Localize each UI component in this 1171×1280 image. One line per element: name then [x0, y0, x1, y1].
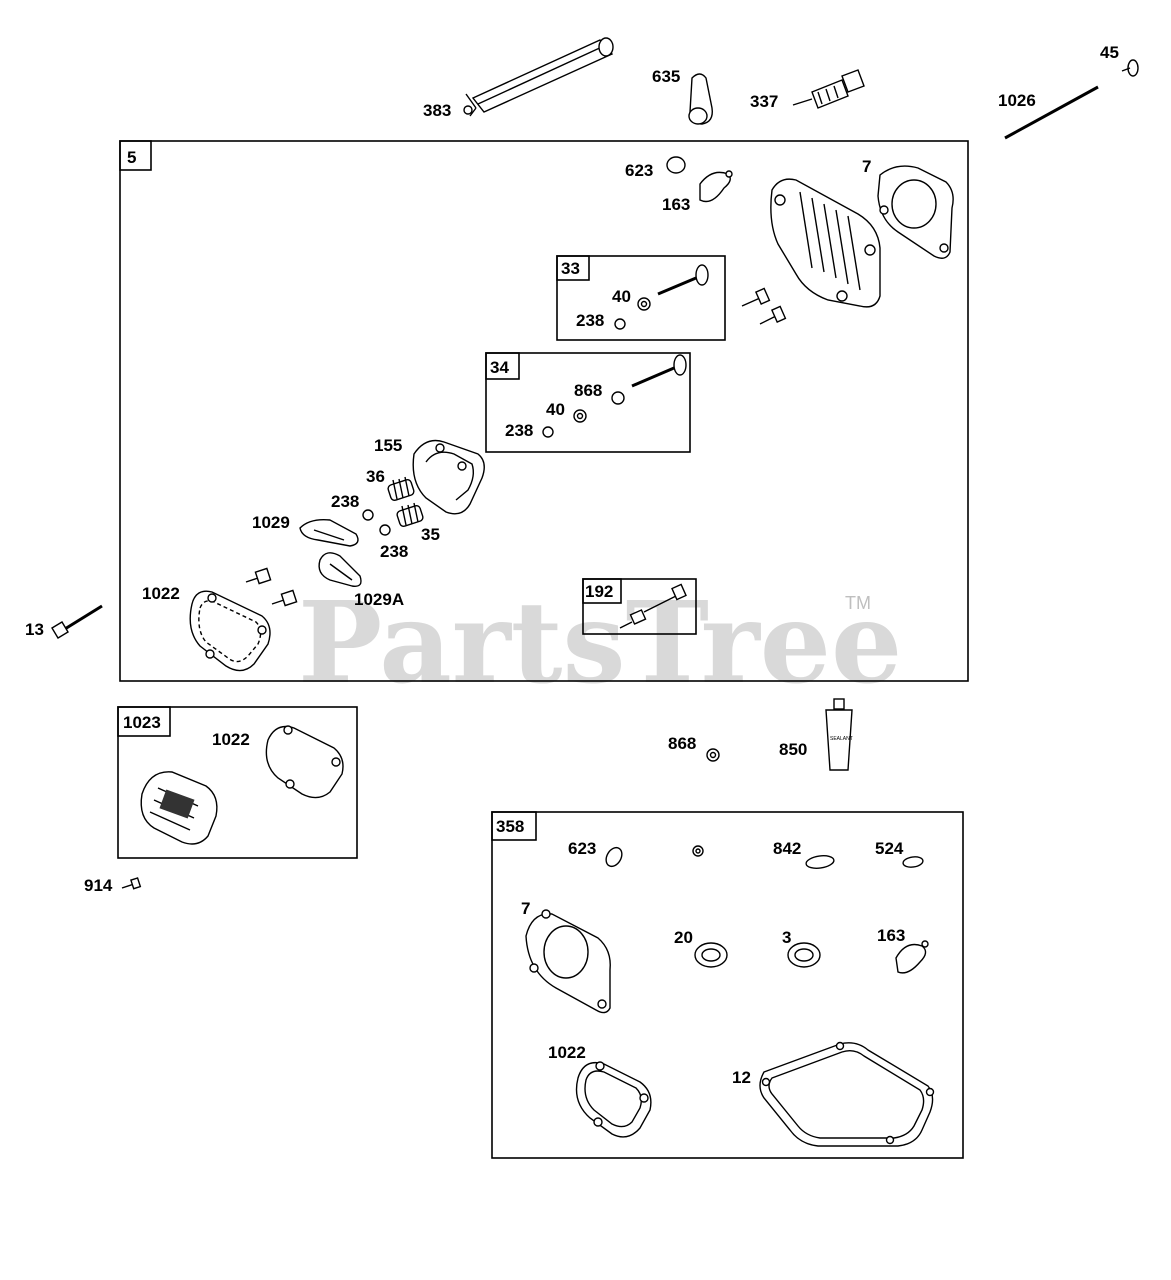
callout-238-b: 238	[505, 421, 533, 440]
valve-cover-gasket-1022-b[interactable]	[265, 725, 344, 799]
callout-40-b: 40	[546, 400, 565, 419]
intake-valve[interactable]	[657, 264, 709, 296]
group-192[interactable]: 192	[582, 578, 697, 635]
valve-retainer-40-b[interactable]	[573, 409, 587, 423]
seal-842[interactable]	[805, 854, 835, 870]
callout-238-c: 238	[331, 492, 359, 511]
head-bolt-lower[interactable]	[759, 305, 787, 325]
group-358-tag: 358	[496, 817, 524, 836]
spark-plug-wrench[interactable]	[463, 37, 614, 117]
small-seal-358[interactable]	[692, 845, 704, 857]
callout-163-a: 163	[662, 195, 690, 214]
spark-plug-boot[interactable]	[688, 73, 713, 125]
callout-623-b: 623	[568, 839, 596, 858]
callout-20: 20	[674, 928, 693, 947]
valve-lock-238-d[interactable]	[379, 524, 391, 536]
watermark-text: PartsTree	[298, 578, 902, 709]
head-bolt-upper[interactable]	[741, 287, 771, 307]
valve-spring-36[interactable]	[387, 476, 415, 501]
group-1023-tag: 1023	[123, 713, 161, 732]
head-gasket-7-b[interactable]	[525, 909, 611, 1014]
rotator-868-a[interactable]	[611, 391, 625, 405]
callout-1022-a: 1022	[142, 584, 180, 603]
valve-retainer-40-a[interactable]	[637, 297, 651, 311]
seal-524[interactable]	[902, 856, 924, 869]
screw-914[interactable]	[121, 877, 142, 890]
cylinder-head[interactable]	[770, 178, 881, 308]
callout-238-d: 238	[380, 542, 408, 561]
group-33-tag: 33	[561, 259, 580, 278]
spark-plug[interactable]	[792, 69, 865, 109]
valve-cover-gasket-1022-c[interactable]	[575, 1061, 652, 1138]
group-5-tag: 5	[127, 148, 136, 167]
callout-868-b: 868	[668, 734, 696, 753]
callout-7-b: 7	[521, 899, 530, 918]
rocker-stud-upper[interactable]	[245, 567, 272, 585]
callout-868-a: 868	[574, 381, 602, 400]
push-rod[interactable]	[1004, 85, 1099, 140]
group-192-tag: 192	[585, 582, 613, 601]
callout-1029: 1029	[252, 513, 290, 532]
sealant-tube[interactable]: SEALANT	[825, 698, 853, 771]
callout-36: 36	[366, 467, 385, 486]
callout-7-a: 7	[862, 157, 871, 176]
gasket-163-b[interactable]	[895, 940, 929, 974]
callout-40-a: 40	[612, 287, 631, 306]
o-ring-623-b[interactable]	[603, 845, 625, 869]
callout-12: 12	[732, 1068, 751, 1087]
valve-spring-35[interactable]	[396, 502, 424, 527]
callout-1026: 1026	[998, 91, 1036, 110]
callout-1029a: 1029A	[354, 590, 404, 609]
valve-lock-238-c[interactable]	[362, 509, 374, 521]
push-rod-end[interactable]	[1121, 59, 1139, 77]
oil-seal-3[interactable]	[787, 942, 821, 968]
callout-45: 45	[1100, 43, 1119, 62]
callout-623-a: 623	[625, 161, 653, 180]
group-5[interactable]: 5	[119, 140, 969, 682]
callout-155: 155	[374, 436, 402, 455]
group-34[interactable]: 34	[485, 352, 691, 453]
oil-seal-20[interactable]	[694, 942, 728, 968]
breather-stud[interactable]	[619, 583, 687, 629]
callout-1022-c: 1022	[548, 1043, 586, 1062]
callout-914: 914	[84, 876, 113, 895]
group-1023[interactable]: 1023	[117, 706, 358, 859]
rocker-arm-1029a[interactable]	[318, 552, 362, 587]
callout-35: 35	[421, 525, 440, 544]
exhaust-valve[interactable]	[631, 354, 687, 388]
watermark-trademark: TM	[845, 593, 871, 613]
callout-850: 850	[779, 740, 807, 759]
callout-635: 635	[652, 67, 680, 86]
bolt-13[interactable]	[51, 604, 103, 639]
valve-lock-238-a[interactable]	[614, 318, 626, 330]
valve-cover[interactable]	[140, 771, 218, 845]
group-33[interactable]: 33	[556, 255, 726, 341]
rocker-stud-lower[interactable]	[271, 589, 298, 607]
callout-383: 383	[423, 101, 451, 120]
rotator-868-b[interactable]	[706, 748, 720, 762]
callout-842: 842	[773, 839, 801, 858]
gasket-163-a[interactable]	[699, 170, 733, 203]
callout-238-a: 238	[576, 311, 604, 330]
callout-163-b: 163	[877, 926, 905, 945]
crankcase-gasket-12[interactable]	[759, 1041, 935, 1147]
callout-1022-b: 1022	[212, 730, 250, 749]
group-34-tag: 34	[490, 358, 509, 377]
callout-13: 13	[25, 620, 44, 639]
valve-cover-gasket-1022-a[interactable]	[189, 590, 271, 672]
group-358[interactable]: 358	[491, 811, 964, 1159]
head-gasket-7-a[interactable]	[877, 165, 954, 259]
rocker-arm-1029[interactable]	[299, 518, 359, 547]
tube-print: SEALANT	[830, 736, 853, 742]
callout-337: 337	[750, 92, 778, 111]
rocker-guide-plate[interactable]	[412, 439, 485, 515]
valve-lock-238-b[interactable]	[542, 426, 554, 438]
callout-3: 3	[782, 928, 791, 947]
o-ring-623-a[interactable]	[666, 156, 686, 174]
callout-524: 524	[875, 839, 904, 858]
